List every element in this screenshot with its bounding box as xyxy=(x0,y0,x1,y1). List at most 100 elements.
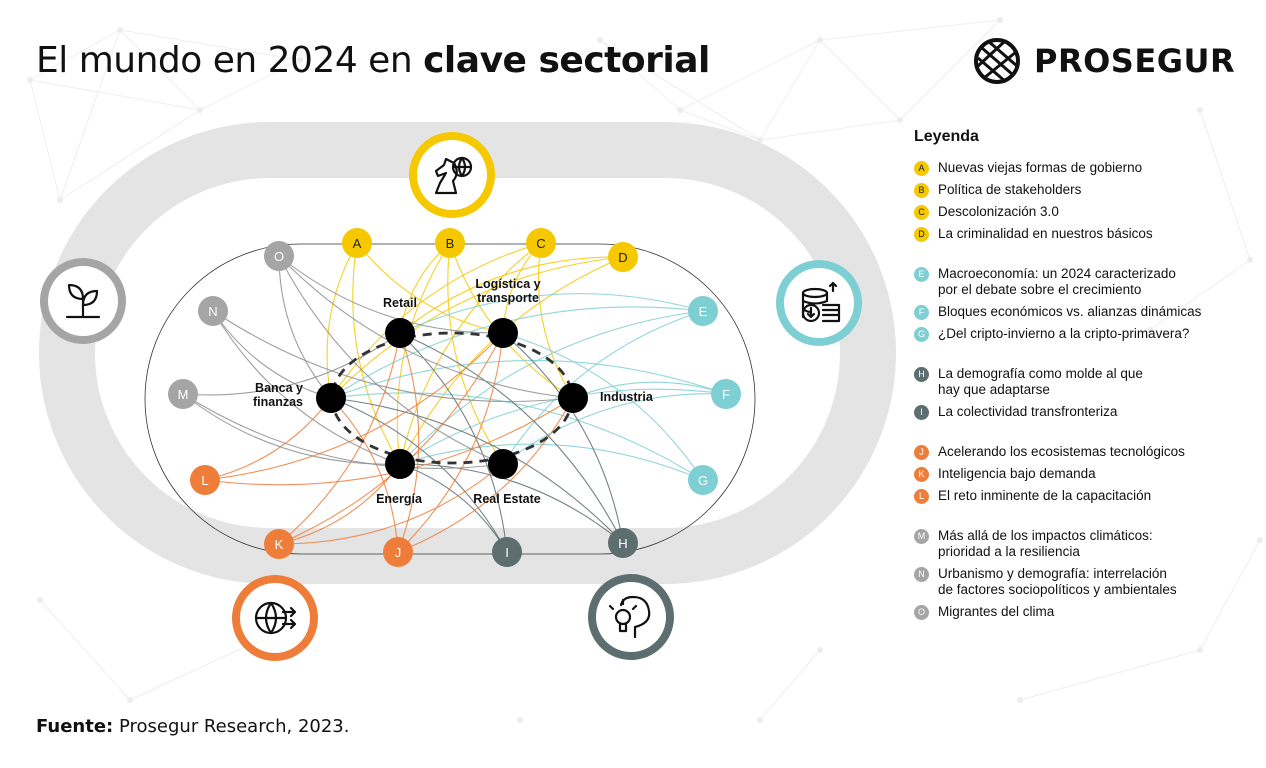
link-E-retail xyxy=(399,293,704,334)
legend-badge: E xyxy=(914,267,929,282)
svg-text:H: H xyxy=(618,536,627,551)
legend-text: Macroeconomía: un 2024 caracterizado por… xyxy=(938,266,1176,297)
legend-text: Acelerando los ecosistemas tecnológicos xyxy=(938,444,1185,459)
link-I-energia xyxy=(399,463,508,553)
link-O-realestate xyxy=(278,255,504,465)
topic-node-J: J xyxy=(383,537,413,567)
legend-item-J: J Acelerando los ecosistemas tecnológicos xyxy=(914,444,1254,460)
topic-node-K: K xyxy=(264,529,294,559)
title-regular: El mundo en 2024 en xyxy=(36,40,424,81)
svg-text:I: I xyxy=(505,545,509,560)
legend-text: La demografía como molde al que hay que … xyxy=(938,366,1143,397)
legend-badge: O xyxy=(914,605,929,620)
source-label: Fuente: xyxy=(36,716,114,737)
link-J-banca xyxy=(330,397,399,553)
legend-item-H: H La demografía como molde al que hay que… xyxy=(914,366,1254,398)
link-F-banca xyxy=(330,359,727,399)
svg-text:M: M xyxy=(178,387,189,402)
sector-label-retail: Retail xyxy=(383,296,417,310)
link-N-banca xyxy=(212,310,332,399)
svg-text:N: N xyxy=(208,304,217,319)
legend-badge: C xyxy=(914,205,929,220)
link-H-logistica xyxy=(502,332,624,544)
link-K-energia xyxy=(278,463,401,545)
legend-item-L: L El reto inminente de la capacitación xyxy=(914,488,1254,504)
topic-node-E: E xyxy=(688,296,718,326)
source-note: Fuente: Prosegur Research, 2023. xyxy=(36,716,349,737)
legend-item-G: G¿Del cripto-invierno a la cripto-primav… xyxy=(914,326,1254,342)
legend-badge: J xyxy=(914,445,929,460)
link-G-energia xyxy=(399,443,704,481)
source-text: Prosegur Research, 2023. xyxy=(113,716,350,737)
link-N-industria xyxy=(212,310,574,403)
link-F-realestate xyxy=(502,393,727,465)
title-bold: clave sectorial xyxy=(423,40,710,81)
link-C-industria xyxy=(537,242,574,399)
link-F-industria xyxy=(572,381,727,399)
legend-badge: L xyxy=(914,489,929,504)
link-M-realestate xyxy=(182,393,504,469)
outer-ring xyxy=(39,122,896,584)
topic-node-G: G xyxy=(688,465,718,495)
link-A-energia xyxy=(352,242,401,465)
link-J-industria xyxy=(397,397,574,553)
sector-label-realestate: Real Estate xyxy=(473,492,540,506)
svg-text:D: D xyxy=(618,250,627,265)
legend: Leyenda A Nuevas viejas formas de gobiern… xyxy=(914,128,1254,644)
link-D-retail xyxy=(399,256,624,334)
topic-node-B: B xyxy=(435,228,465,258)
categories-layer xyxy=(40,132,862,661)
link-I-banca xyxy=(330,397,508,553)
legend-group-slate: H La demografía como molde al que hay que… xyxy=(914,366,1254,420)
topic-node-H: H xyxy=(608,528,638,558)
legend-title: Leyenda xyxy=(914,128,979,145)
link-B-realestate xyxy=(447,242,504,465)
legend-badge: A xyxy=(914,161,929,176)
legend-text: Migrantes del clima xyxy=(938,604,1055,619)
sector-node-logistica xyxy=(488,318,518,348)
link-D-banca xyxy=(330,256,624,399)
link-J-retail xyxy=(397,332,420,553)
legend-badge: I xyxy=(914,405,929,420)
legend-text: Más allá de los impactos climáticos: pri… xyxy=(938,528,1153,559)
legend-text: Nuevas viejas formas de gobierno xyxy=(938,160,1143,175)
svg-text:G: G xyxy=(698,473,708,488)
legend-text: El reto inminente de la capacitación xyxy=(938,488,1152,503)
link-O-logistica xyxy=(278,255,504,334)
sector-node-banca xyxy=(316,383,346,413)
topic-node-O: O xyxy=(264,241,294,271)
legend-badge: H xyxy=(914,367,929,382)
link-L-logistica xyxy=(204,332,504,481)
sector-node-energia xyxy=(385,449,415,479)
legend-badge: K xyxy=(914,467,929,482)
category-geopolitica xyxy=(409,132,495,218)
link-N-energia xyxy=(212,310,401,465)
category-sociedad xyxy=(588,574,674,660)
sector-node-realestate xyxy=(488,449,518,479)
svg-text:K: K xyxy=(275,537,284,552)
legend-group-orange: J Acelerando los ecosistemas tecnológicos… xyxy=(914,444,1254,504)
brand-name: PROSEGUR xyxy=(1034,42,1236,80)
legend-item-O: O Migrantes del clima xyxy=(914,604,1254,620)
link-A-banca xyxy=(326,242,358,399)
topic-node-A: A xyxy=(342,228,372,258)
topic-node-I: I xyxy=(492,537,522,567)
link-M-retail xyxy=(182,332,401,396)
link-H-banca xyxy=(330,397,624,544)
svg-text:O: O xyxy=(274,249,284,264)
legend-text: Bloques económicos vs. alianzas dinámica… xyxy=(938,304,1202,319)
legend-badge: N xyxy=(914,567,929,582)
svg-text:J: J xyxy=(395,545,402,560)
svg-text:F: F xyxy=(722,387,730,402)
topic-node-M: M xyxy=(168,379,198,409)
person-lightbulb-icon xyxy=(608,595,651,639)
svg-text:B: B xyxy=(446,236,455,251)
svg-text:E: E xyxy=(699,304,708,319)
